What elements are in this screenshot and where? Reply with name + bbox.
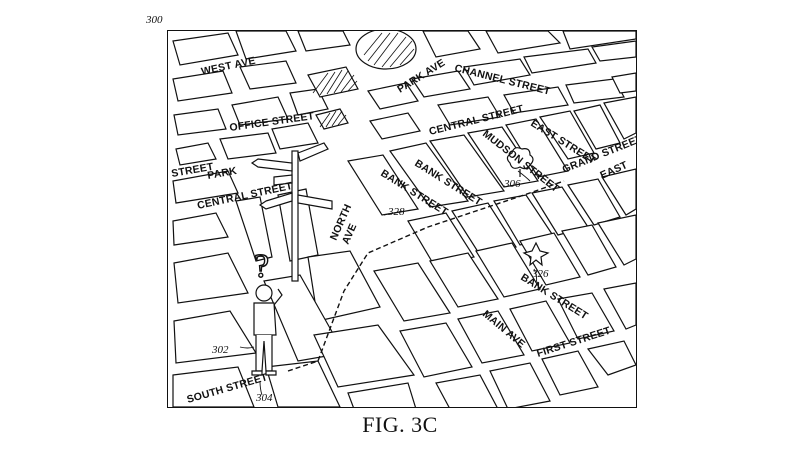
person-icon — [251, 284, 283, 376]
star-icon — [522, 241, 550, 267]
ref-numeral: 302 — [211, 344, 229, 356]
ref-numeral: 328 — [387, 206, 405, 218]
figure-ref-label: 300 — [146, 14, 163, 26]
signpost-icon — [250, 142, 333, 282]
ref-numeral: 326 — [531, 268, 549, 280]
map-frame: ? — [167, 30, 637, 408]
street-map: ? — [170, 31, 636, 407]
street-label: PARK — [206, 165, 238, 182]
ref-numeral: 304 — [255, 392, 273, 404]
figure-caption: FIG. 3C — [362, 412, 438, 437]
ref-numeral: 306 — [503, 178, 521, 190]
landmark-icon — [506, 147, 534, 177]
question-mark: ? — [254, 248, 269, 285]
city-blocks — [172, 31, 636, 407]
